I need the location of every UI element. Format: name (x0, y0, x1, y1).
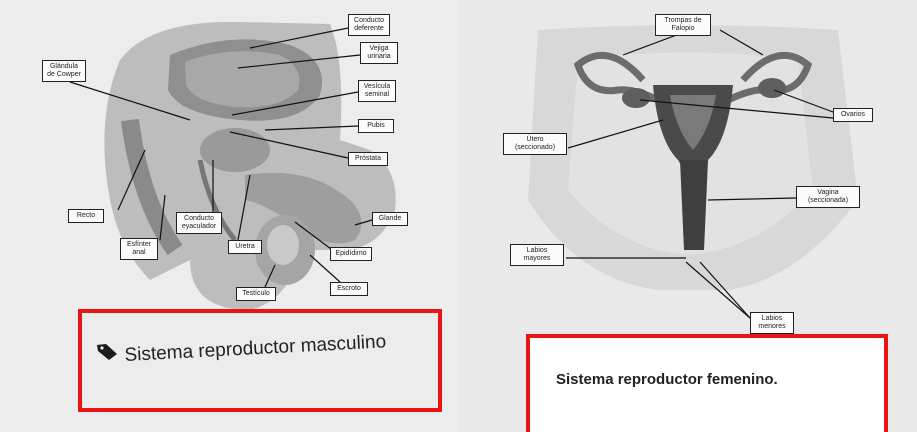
label-labios-menores: Labios menores (750, 312, 794, 334)
female-diagram-panel: Trompas de Falopio Ovarios Útero (seccio… (458, 0, 917, 432)
label-pubis: Pubis (358, 119, 394, 133)
label-labios-mayores: Labios mayores (510, 244, 564, 266)
label-vejiga: Vejiga urinaria (360, 42, 398, 64)
label-glandula-cowper: Glándula de Cowper (42, 60, 86, 82)
label-ovarios: Ovarios (833, 108, 873, 122)
label-recto: Recto (68, 209, 104, 223)
label-utero: Útero (seccionado) (503, 133, 567, 155)
female-caption: Sistema reproductor femenino. (556, 371, 778, 388)
tag-icon (96, 343, 118, 361)
label-glande: Glande (372, 212, 408, 226)
label-conducto-eyaculador: Conducto eyaculador (176, 212, 222, 234)
label-testiculo: Testículo (236, 287, 276, 301)
label-epididimo: Epidídimo (330, 247, 372, 261)
label-vesicula-seminal: Vesícula seminal (358, 80, 396, 102)
male-diagram-panel: Conducto deferente Vejiga urinaria Glánd… (0, 0, 458, 432)
label-vagina: Vagina (seccionada) (796, 186, 860, 208)
label-esfinter-anal: Esfínter anal (120, 238, 158, 260)
label-uretra: Uretra (228, 240, 262, 254)
label-prostata: Próstata (348, 152, 388, 166)
label-escroto: Escroto (330, 282, 368, 296)
label-trompas-falopio: Trompas de Falopio (655, 14, 711, 36)
label-conducto-deferente: Conducto deferente (348, 14, 390, 36)
